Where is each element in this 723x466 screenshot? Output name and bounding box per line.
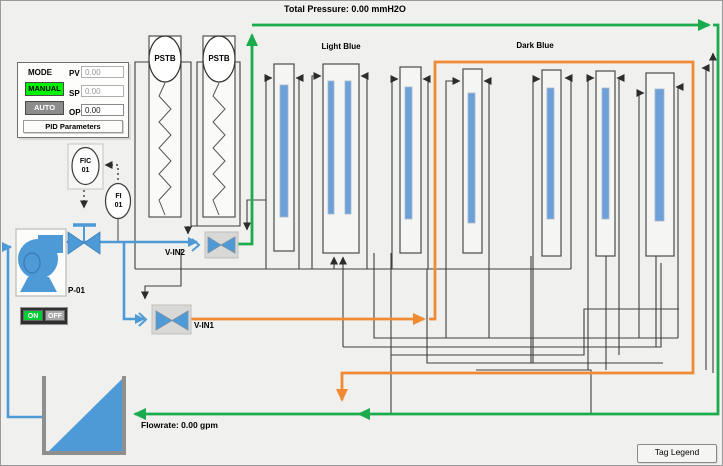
feed-tank xyxy=(42,376,126,455)
mode-label: MODE xyxy=(28,68,52,77)
orange-pipe xyxy=(191,60,695,402)
pid-parameters-button[interactable]: PID Parameters xyxy=(23,120,123,133)
pid-control-panel: MODE PV MANUAL SP AUTO OP PID Parameters xyxy=(17,62,129,138)
total-pressure-label: Total Pressure: 0.00 mmH2O xyxy=(284,4,406,14)
fic-tag-label: FIC 01 xyxy=(72,157,99,175)
v-in2-valve[interactable] xyxy=(204,231,239,259)
pump-on-button[interactable]: ON xyxy=(23,310,43,321)
flowrate-label: Flowrate: 0.00 gpm xyxy=(141,420,218,430)
instrument-signal-lines xyxy=(80,161,119,209)
pstb-vessel-2 xyxy=(202,35,236,218)
v-in1-label: V-IN1 xyxy=(194,321,215,330)
fic-line1: FIC xyxy=(79,158,92,165)
fi-instrument[interactable] xyxy=(104,182,132,220)
green-pipe xyxy=(133,19,720,420)
pump-tag-label: P-01 xyxy=(68,286,85,295)
pump-onoff-panel: ON OFF xyxy=(20,307,68,325)
fi-tag-label: FI 01 xyxy=(106,192,131,210)
blue-pipe xyxy=(2,237,201,419)
pstb1-label: PSTB xyxy=(154,54,176,63)
piping-black-lines xyxy=(117,52,717,414)
membrane-elements xyxy=(279,80,665,224)
fi-line2: 01 xyxy=(114,202,123,209)
pump-icon[interactable] xyxy=(15,228,67,297)
v-in1-valve[interactable] xyxy=(151,304,192,335)
pstb2-label: PSTB xyxy=(208,54,230,63)
pstb-vessel-1 xyxy=(148,35,182,218)
auto-button[interactable]: AUTO xyxy=(25,101,64,115)
pv-label: PV xyxy=(69,69,80,78)
tag-legend-button[interactable]: Tag Legend xyxy=(637,444,717,463)
fic-line2: 01 xyxy=(81,167,90,174)
sp-input[interactable] xyxy=(81,85,124,97)
sp-label: SP xyxy=(69,89,80,98)
pv-input[interactable] xyxy=(81,66,124,78)
op-label: OP xyxy=(69,108,81,117)
light-blue-group-label: Light Blue xyxy=(321,42,361,51)
pump-off-button[interactable]: OFF xyxy=(45,310,65,321)
control-valve[interactable] xyxy=(67,223,101,255)
fi-line1: FI xyxy=(115,193,122,200)
manual-button[interactable]: MANUAL xyxy=(25,82,64,96)
op-input[interactable] xyxy=(81,104,124,116)
fic-instrument[interactable] xyxy=(67,143,104,190)
dark-blue-group-label: Dark Blue xyxy=(516,41,554,50)
v-in2-label: V-IN2 xyxy=(165,248,186,257)
